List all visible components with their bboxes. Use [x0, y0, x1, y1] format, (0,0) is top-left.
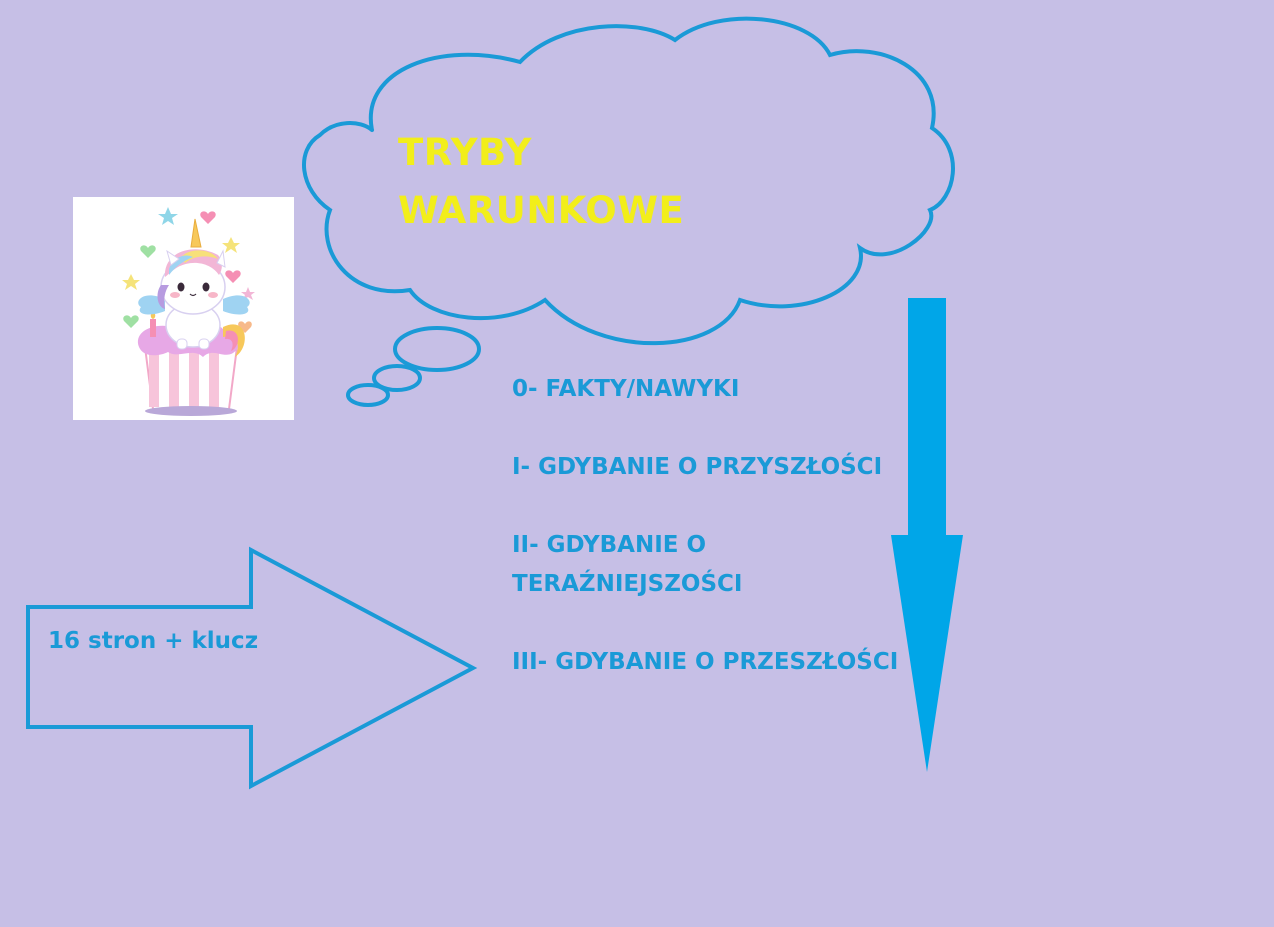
- list-item: 0- FAKTY/NAWYKI: [512, 376, 740, 402]
- conditional-list: 0- FAKTY/NAWYKI I- GDYBANIE O PRZYSZŁOŚC…: [512, 370, 902, 721]
- arrow-label: 16 stron + klucz: [48, 628, 259, 654]
- list-item: III- GDYBANIE O PRZESZŁOŚCI: [512, 649, 899, 675]
- list-item: I- GDYBANIE O PRZYSZŁOŚCI: [512, 454, 883, 480]
- unicorn-cupcake-icon: [122, 207, 255, 416]
- cloud-title-line-2: WARUNKOWE: [398, 189, 685, 232]
- cloud-title: TRYBY WARUNKOWE: [398, 124, 684, 240]
- cloud-title-line-1: TRYBY: [398, 131, 532, 174]
- unicorn-image: [73, 197, 294, 420]
- list-item: II- GDYBANIE O TERAŹNIEJSZOŚCI: [512, 532, 743, 597]
